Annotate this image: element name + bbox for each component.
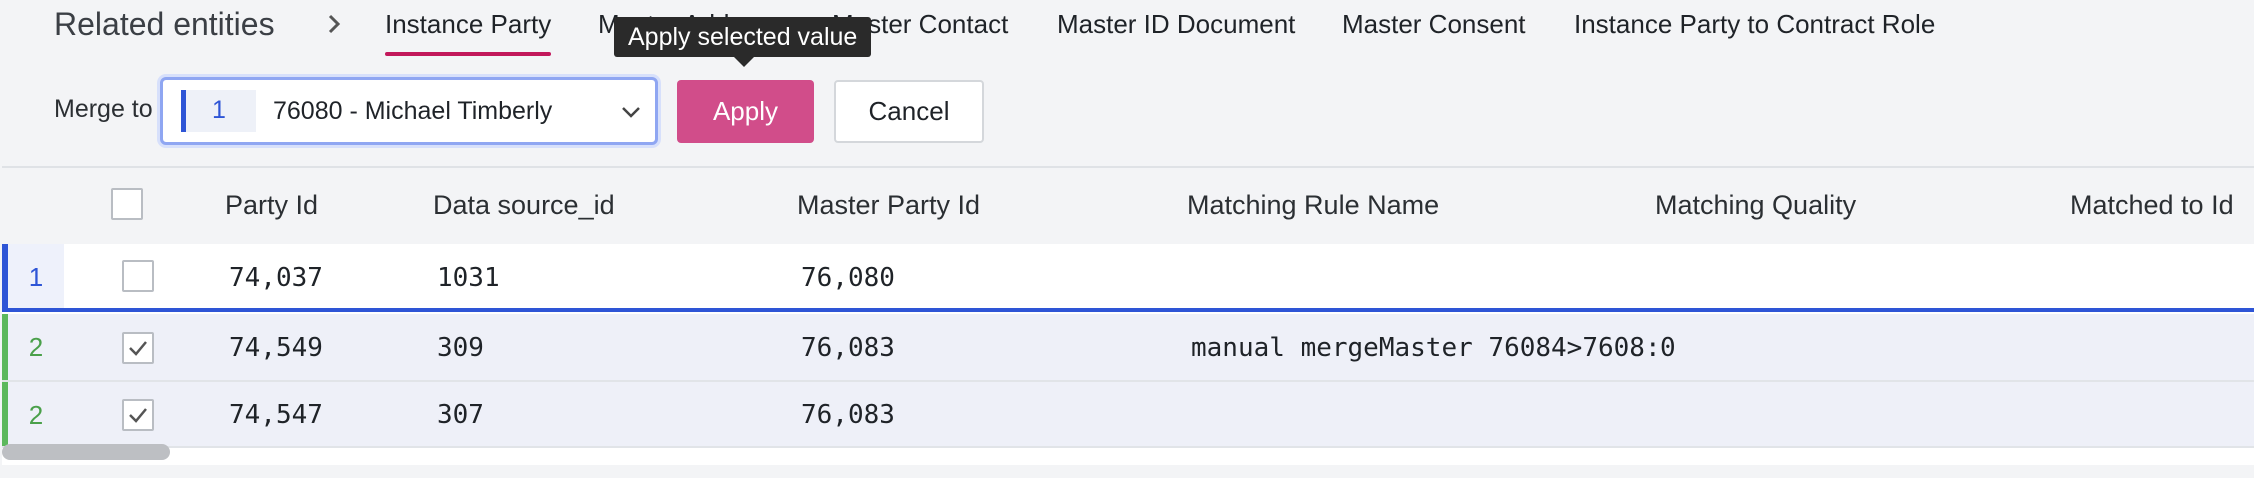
tab-instance-party-to-contract-role[interactable]: Instance Party to Contract Role	[1574, 9, 1936, 39]
cell-party-id: 74,547	[229, 400, 323, 430]
cell-master-party-id: 76,083	[801, 400, 895, 430]
entities-table: Party Id Data source_id Master Party Id …	[2, 166, 2254, 465]
column-header-master-party-id[interactable]: Master Party Id	[797, 190, 981, 220]
tab-instance-party[interactable]: Instance Party	[385, 9, 552, 56]
cell-master-party-id: 76,083	[801, 333, 895, 363]
column-header-party-id[interactable]: Party Id	[225, 190, 319, 220]
related-entities-bar: Related entities Instance Party Master A…	[0, 0, 2254, 66]
cell-party-id: 74,037	[229, 263, 323, 293]
column-header-data-source-id[interactable]: Data source_id	[433, 190, 615, 220]
cell-party-id: 74,549	[229, 333, 323, 363]
cell-data-source-id: 309	[437, 333, 484, 363]
cell-data-source-id: 1031	[437, 263, 500, 293]
selected-rank: 1	[212, 96, 226, 124]
table-row[interactable]: 2 74,549 309 76,083 manual mergeMaster 7…	[2, 314, 2254, 382]
apply-button[interactable]: Apply	[677, 80, 814, 143]
column-header-matching-quality[interactable]: Matching Quality	[1655, 190, 1857, 220]
merge-to-select[interactable]: 1 76080 - Michael Timberly	[160, 77, 658, 145]
tab-master-consent[interactable]: Master Consent	[1342, 9, 1526, 39]
cell-master-party-id: 76,080	[801, 263, 895, 293]
row-checkbox[interactable]	[122, 260, 154, 292]
checkmark-icon	[129, 408, 147, 423]
row-checkbox[interactable]	[122, 332, 154, 364]
row-rank: 2	[2, 314, 64, 380]
chevron-right-icon	[328, 14, 341, 34]
rank-indicator: 1	[181, 90, 256, 132]
cancel-button[interactable]: Cancel	[834, 80, 984, 143]
select-all-checkbox[interactable]	[111, 188, 143, 220]
table-row[interactable]: 1 74,037 1031 76,080	[2, 244, 2254, 312]
section-title: Related entities	[54, 6, 275, 42]
row-rank: 2	[2, 382, 64, 446]
cell-data-source-id: 307	[437, 400, 484, 430]
table-header: Party Id Data source_id Master Party Id …	[2, 168, 2254, 246]
tab-master-id-document[interactable]: Master ID Document	[1057, 9, 1296, 39]
horizontal-scrollbar[interactable]	[2, 444, 170, 460]
row-checkbox[interactable]	[122, 399, 154, 431]
cell-matching-quality: 0	[1660, 333, 1676, 363]
row-rank: 1	[2, 244, 64, 308]
table-row[interactable]: 2 74,547 307 76,083	[2, 382, 2254, 448]
selected-value: 76080 - Michael Timberly	[273, 97, 553, 125]
chevron-down-icon[interactable]	[619, 100, 643, 124]
column-header-matched-to-id[interactable]: Matched to Id	[2070, 190, 2234, 220]
column-header-matching-rule-name[interactable]: Matching Rule Name	[1187, 190, 1440, 220]
merge-to-label: Merge to	[54, 95, 153, 123]
checkmark-icon	[129, 341, 147, 356]
cell-matching-rule-name: manual mergeMaster 76084>7608:	[1191, 333, 1661, 363]
apply-tooltip: Apply selected value	[614, 17, 872, 67]
